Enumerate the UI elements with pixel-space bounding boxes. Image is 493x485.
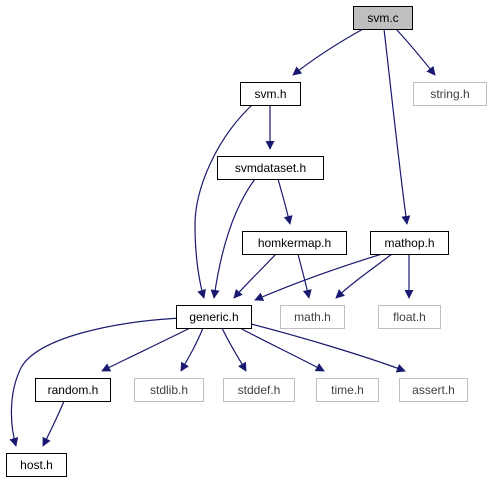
edge-generic-h-to-random-h bbox=[101, 327, 191, 372]
node-label: homkermap.h bbox=[258, 236, 331, 250]
edge-mathop-h-to-generic-h bbox=[254, 253, 383, 301]
node-label: host.h bbox=[20, 458, 53, 472]
node-box bbox=[217, 156, 324, 180]
edge-generic-h-to-time-h bbox=[239, 327, 325, 372]
node-box bbox=[399, 378, 468, 402]
node-host-h[interactable]: host.h bbox=[6, 453, 67, 477]
edge-svm-c-to-svm-h bbox=[292, 28, 364, 76]
node-generic-h[interactable]: generic.h bbox=[176, 305, 252, 329]
node-mathop-h[interactable]: mathop.h bbox=[370, 231, 449, 255]
node-math-h: math.h bbox=[280, 305, 345, 329]
edge-svm-h-to-generic-h bbox=[194, 104, 253, 299]
node-string-h: string.h bbox=[413, 82, 487, 106]
node-box bbox=[370, 231, 449, 255]
node-label: svm.c bbox=[367, 11, 398, 25]
node-box bbox=[176, 305, 252, 329]
edge-generic-h-to-assert-h bbox=[250, 323, 406, 373]
node-svm-c[interactable]: svm.c bbox=[353, 6, 413, 30]
node-box bbox=[353, 6, 413, 30]
node-svmdataset-h[interactable]: svmdataset.h bbox=[217, 156, 324, 180]
node-box bbox=[223, 378, 295, 402]
node-float-h: float.h bbox=[378, 305, 441, 329]
node-assert-h: assert.h bbox=[399, 378, 468, 402]
node-box bbox=[413, 82, 487, 106]
node-svm-h[interactable]: svm.h bbox=[240, 82, 301, 106]
node-label: assert.h bbox=[412, 383, 455, 397]
node-label: float.h bbox=[393, 310, 426, 324]
edge-homkermap-h-to-math-h bbox=[297, 253, 312, 299]
node-stdlib-h: stdlib.h bbox=[134, 378, 204, 402]
edge-generic-h-to-stddef-h bbox=[221, 327, 247, 372]
node-box bbox=[134, 378, 204, 402]
edge-svmdataset-h-to-homkermap-h bbox=[277, 178, 293, 225]
edge-svmdataset-h-to-generic-h bbox=[210, 178, 256, 299]
node-time-h: time.h bbox=[316, 378, 379, 402]
node-random-h[interactable]: random.h bbox=[35, 378, 111, 402]
node-label: svm.h bbox=[254, 87, 286, 101]
node-label: time.h bbox=[331, 383, 364, 397]
node-box bbox=[378, 305, 441, 329]
edge-svm-c-to-mathop-h bbox=[383, 28, 411, 225]
edge-svm-c-to-string-h bbox=[395, 28, 436, 76]
edge-mathop-h-to-math-h bbox=[335, 253, 393, 299]
node-box bbox=[280, 305, 345, 329]
node-label: random.h bbox=[48, 383, 99, 397]
node-box bbox=[6, 453, 67, 477]
edge-random-h-to-host-h bbox=[42, 400, 65, 447]
edge-homkermap-h-to-generic-h bbox=[233, 253, 277, 299]
node-box bbox=[242, 231, 347, 255]
node-label: svmdataset.h bbox=[235, 161, 306, 175]
node-homkermap-h[interactable]: homkermap.h bbox=[242, 231, 347, 255]
node-label: mathop.h bbox=[384, 236, 434, 250]
node-label: generic.h bbox=[189, 310, 238, 324]
node-label: math.h bbox=[294, 310, 331, 324]
node-label: stddef.h bbox=[238, 383, 281, 397]
edge-generic-h-to-host-h bbox=[9, 317, 181, 447]
node-box bbox=[316, 378, 379, 402]
node-label: string.h bbox=[430, 87, 469, 101]
node-box bbox=[240, 82, 301, 106]
edge-generic-h-to-stdlib-h bbox=[180, 327, 204, 372]
node-stddef-h: stddef.h bbox=[223, 378, 295, 402]
node-box bbox=[35, 378, 111, 402]
node-label: stdlib.h bbox=[150, 383, 188, 397]
